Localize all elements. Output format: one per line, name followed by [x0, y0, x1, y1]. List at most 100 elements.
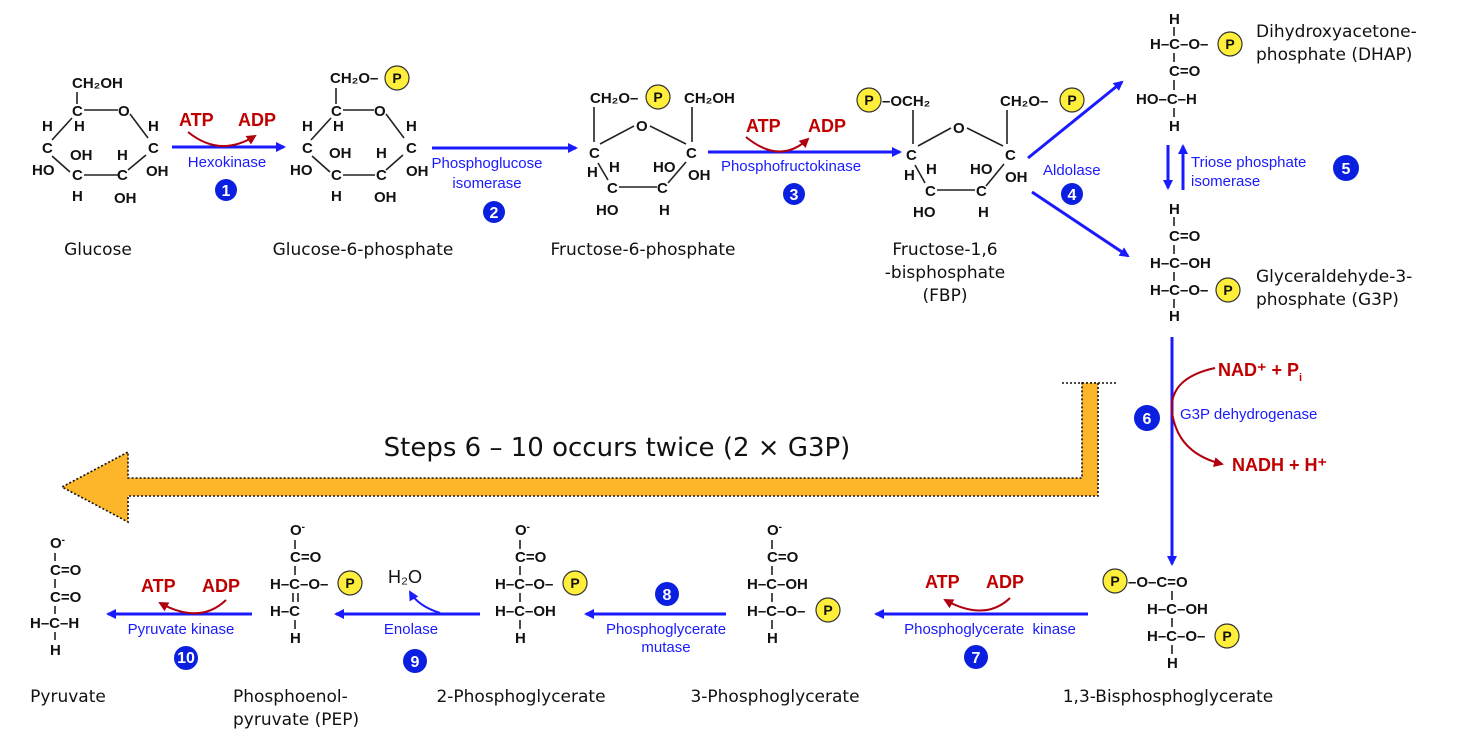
molecule-pyruvate: O- C=O C=O H–C–H H [30, 535, 82, 659]
svg-text:H–C–O–: H–C–O– [495, 576, 553, 593]
svg-text:H–C–OH: H–C–OH [495, 603, 556, 620]
svg-text:H: H [148, 118, 159, 135]
svg-text:H: H [302, 118, 313, 135]
svg-text:4: 4 [1068, 187, 1077, 204]
svg-text:P: P [1225, 36, 1234, 52]
phosphate-icon [1215, 277, 1241, 303]
name-g3p-line2: phosphate (G3P) [1256, 290, 1399, 310]
step-badge [483, 201, 505, 223]
svg-text:C: C [376, 167, 387, 184]
svg-text:C=O: C=O [767, 549, 799, 566]
svg-text:HO: HO [596, 202, 619, 219]
svg-text:9: 9 [411, 654, 420, 671]
name-13bpg: 1,3-Bisphosphoglycerate [1063, 687, 1274, 707]
svg-text:HO: HO [913, 204, 936, 221]
step-badge [964, 645, 988, 669]
svg-text:H–C–O–: H–C–O– [747, 603, 805, 620]
molecule-f6p: CH₂O– P CH₂OH O C H H C HO HO C H C OH [587, 84, 735, 219]
step-number: 1 [222, 183, 231, 200]
enzyme-label-line1: Phosphoglucose [432, 155, 543, 172]
molecule-13bpg: P –O–C=O H–C–OH H–C–O– P H [1102, 568, 1240, 672]
step-1: ATP ADP Hexokinase 1 [172, 110, 286, 201]
svg-text:H: H [1169, 308, 1180, 325]
svg-text:C: C [72, 167, 83, 184]
svg-text:H: H [50, 642, 61, 659]
svg-text:CH₂O–: CH₂O– [1000, 93, 1048, 110]
svg-text:P: P [653, 89, 662, 105]
svg-text:CH₂OH: CH₂OH [684, 90, 735, 107]
name-g3p-line1: Glyceraldehyde-3- [1256, 267, 1412, 287]
svg-text:6: 6 [1143, 411, 1152, 428]
svg-text:C: C [72, 103, 83, 120]
svg-text:OH: OH [374, 189, 397, 206]
svg-text:H: H [659, 202, 670, 219]
svg-text:C: C [1005, 147, 1016, 164]
svg-text:C=O: C=O [290, 549, 322, 566]
enzyme-label-line2: mutase [641, 639, 690, 656]
molecule-glucose: CH₂OH C O H H C HO OH C H H C OH H C OH [32, 75, 169, 207]
svg-text:OH: OH [146, 163, 169, 180]
molecule-pep: O- C=O H–C–O– P H–C H [270, 522, 363, 647]
molecule-fbp: P –OCH₂ CH₂O– P O C H H C HO HO C H C OH [856, 87, 1085, 221]
phosphate-icon [562, 570, 588, 596]
name-3pg: 3-Phosphoglycerate [690, 687, 859, 707]
svg-text:P: P [570, 575, 579, 591]
enzyme-label: Enolase [384, 621, 438, 638]
svg-text:H–C–O–: H–C–O– [270, 576, 328, 593]
svg-text:H: H [1169, 11, 1180, 28]
name-dhap-line1: Dihydroxyacetone- [1256, 22, 1417, 42]
svg-text:O-: O- [50, 535, 65, 552]
svg-text:H: H [926, 161, 937, 178]
step-3: ATP ADP Phosphofructokinase 3 [708, 116, 902, 205]
cofactor-out: ATP [141, 576, 176, 596]
step-badge [1061, 183, 1083, 205]
svg-text:–O–C=O: –O–C=O [1128, 574, 1188, 591]
enzyme-label-line2: isomerase [452, 175, 521, 192]
svg-text:H: H [290, 630, 301, 647]
enzyme-label: G3P dehydrogenase [1180, 406, 1317, 423]
step-5: Triose phosphate isomerase 5 [1163, 144, 1359, 190]
svg-text:10: 10 [177, 650, 195, 667]
svg-text:H: H [978, 204, 989, 221]
step-9: H₂O Enolase 9 [334, 567, 480, 673]
svg-text:P: P [864, 92, 873, 108]
svg-text:O: O [374, 103, 386, 120]
svg-text:OH: OH [114, 190, 137, 207]
phosphate-icon [645, 84, 671, 110]
svg-text:H: H [331, 188, 342, 205]
svg-text:H: H [767, 630, 778, 647]
svg-text:HO: HO [32, 162, 55, 179]
step-badge [1333, 155, 1359, 181]
cofactor-out: ADP [808, 116, 846, 136]
molecule-3pg: O- C=O H–C–OH H–C–O– P H [747, 522, 841, 647]
svg-text:C: C [331, 167, 342, 184]
svg-text:HO: HO [970, 161, 993, 178]
loop-note: Steps 6 – 10 occurs twice (2 × G3P) [384, 433, 851, 463]
group-ch2oh: CH₂OH [72, 75, 123, 92]
step-10: ATP ADP Pyruvate kinase 10 [106, 576, 252, 670]
cofactor-in: ATP [746, 116, 781, 136]
step-badge [174, 646, 198, 670]
step-badge [655, 582, 679, 606]
cofactor-out: ATP [925, 572, 960, 592]
svg-text:H: H [609, 159, 620, 176]
svg-text:C: C [925, 183, 936, 200]
svg-text:O-: O- [515, 522, 530, 539]
svg-text:H: H [1169, 118, 1180, 135]
step-8: 8 Phosphoglycerate mutase [584, 582, 726, 656]
svg-text:H: H [406, 118, 417, 135]
step-badge [215, 179, 237, 201]
svg-text:O-: O- [767, 522, 782, 539]
loop-arrow: Steps 6 – 10 occurs twice (2 × G3P) [60, 382, 1117, 524]
svg-text:7: 7 [972, 650, 981, 667]
svg-text:CH₂O–: CH₂O– [590, 90, 638, 107]
svg-text:H–C–OH: H–C–OH [1150, 255, 1211, 272]
svg-text:O: O [636, 118, 648, 135]
phosphate-icon [337, 570, 363, 596]
svg-text:H: H [74, 118, 85, 135]
svg-text:C=O: C=O [50, 589, 82, 606]
step-badge [783, 183, 805, 205]
svg-text:H–C: H–C [270, 603, 300, 620]
step-2: Phosphoglucose isomerase 2 [432, 143, 578, 223]
svg-text:H: H [117, 147, 128, 164]
